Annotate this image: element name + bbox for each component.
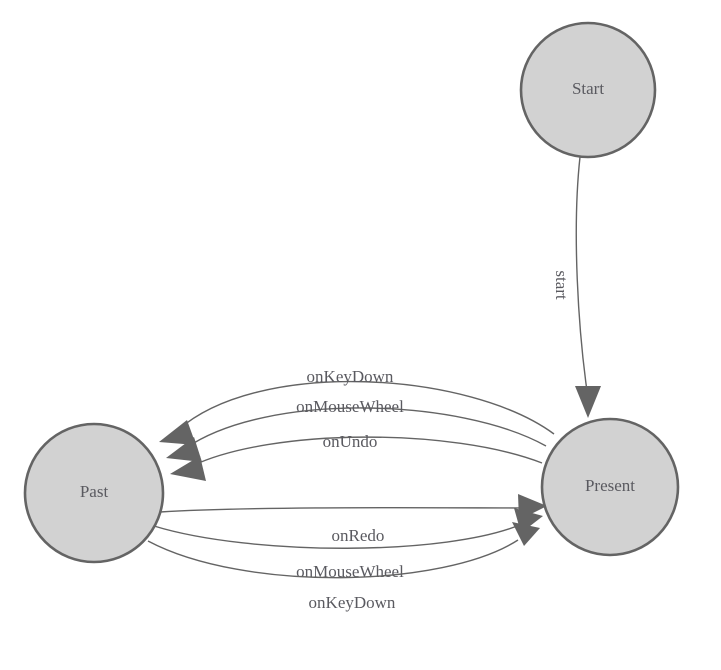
edge-label-start: start	[552, 270, 571, 300]
edge-label-onundo: onUndo	[323, 432, 378, 451]
edge-label-onredo: onRedo	[332, 526, 385, 545]
node-present[interactable]: Present	[540, 417, 680, 557]
node-start-circle	[519, 21, 657, 159]
edge-path-past-to-present-3	[147, 539, 519, 579]
edge-past-to-present-onkeydown[interactable]: onKeyDown	[147, 522, 540, 612]
edge-path-past-to-present-2	[153, 523, 523, 549]
arrowhead-start-to-present	[575, 386, 601, 418]
edge-path-present-to-past-3	[191, 436, 543, 467]
node-past-circle	[23, 422, 165, 564]
node-start[interactable]: Start	[519, 21, 657, 159]
edge-path-start-to-present	[575, 156, 589, 399]
edge-label-onkeydown-top: onKeyDown	[307, 367, 394, 386]
arrowhead-present-to-past-3	[170, 456, 206, 481]
node-past-label: Past	[80, 482, 109, 501]
edge-label-onmousewheel-top: onMouseWheel	[296, 397, 404, 416]
edge-path-present-to-past-1	[177, 380, 555, 435]
arrowhead-present-to-past-1	[159, 420, 196, 445]
edge-path-present-to-past-2	[185, 407, 547, 449]
edge-label-onkeydown-bottom: onKeyDown	[309, 593, 396, 612]
edge-path-past-to-present-1	[159, 506, 527, 513]
arrowhead-past-to-present-3	[512, 522, 540, 546]
edge-past-to-present-onredo[interactable]: onRedo	[159, 494, 547, 545]
node-present-label: Present	[585, 476, 635, 495]
edge-start-to-present[interactable]: start	[552, 156, 601, 418]
node-past[interactable]: Past	[23, 422, 165, 564]
edge-present-to-past-onmousewheel[interactable]: onMouseWheel	[166, 397, 547, 462]
arrowhead-present-to-past-2	[166, 437, 202, 462]
node-start-label: Start	[572, 79, 604, 98]
node-present-circle	[540, 417, 680, 557]
edge-present-to-past-onundo[interactable]: onUndo	[170, 432, 543, 481]
edge-present-to-past-onkeydown[interactable]: onKeyDown	[159, 367, 555, 445]
